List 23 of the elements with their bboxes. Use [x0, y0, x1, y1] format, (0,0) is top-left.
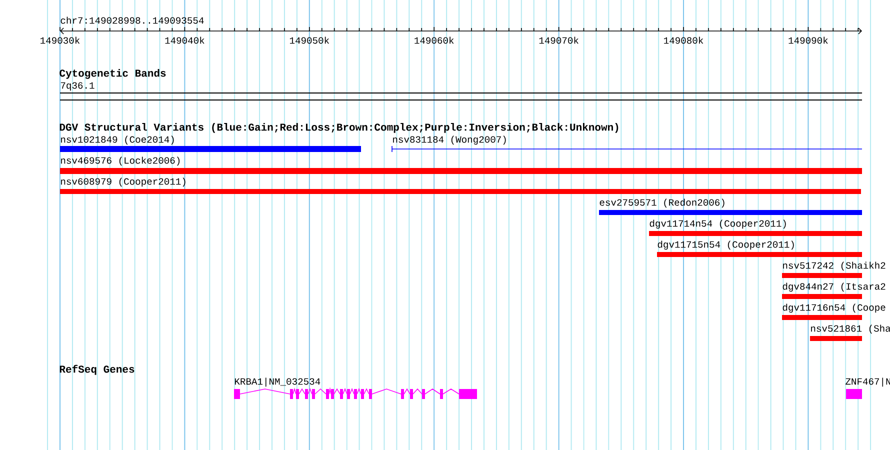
variant-label: nsv469576 (Locke2006): [61, 156, 180, 166]
track-heading: Cytogenetic Bands: [60, 69, 166, 79]
axis-tick-label: 149030k: [40, 36, 80, 44]
variant-label: dgv11716n54 (Coope: [782, 304, 886, 313]
variant-label: nsv1021849 (Coe2014): [61, 136, 174, 145]
position-label: chr7:149028998..149093554: [60, 16, 204, 24]
axis-tick-label: 149040k: [165, 36, 204, 44]
variant-label: nsv517242 (Shaikh2: [783, 262, 886, 271]
axis-tick-label: 149090k: [788, 36, 828, 44]
axis-tick-label: 149060k: [414, 36, 454, 44]
band-label: 7q36.1: [60, 82, 94, 91]
variant-label: esv2759571 (Redon2006): [600, 198, 724, 208]
variant-label: dgv11714n54 (Cooper2011): [650, 220, 786, 229]
variant-label: nsv831184 (Wong2007): [393, 136, 506, 145]
axis-tick-label: 149050k: [290, 36, 330, 44]
variant-label: dgv844n27 (Itsara2: [782, 282, 886, 292]
gene-label: KRBA1|NM_032534: [234, 378, 320, 387]
variant-label: nsv608979 (Cooper2011): [61, 178, 186, 187]
axis-tick-label: 149080k: [664, 36, 704, 44]
axis-tick-label: 149070k: [539, 36, 578, 44]
track-heading: RefSeq Genes: [60, 364, 134, 375]
variant-label: dgv11715n54 (Cooper2011): [658, 240, 794, 250]
track-heading: DGV Structural Variants (Blue:Gain;Red:Loss;Brown:Complex;Purple:Inversion;Black:Unknown): [60, 123, 618, 133]
